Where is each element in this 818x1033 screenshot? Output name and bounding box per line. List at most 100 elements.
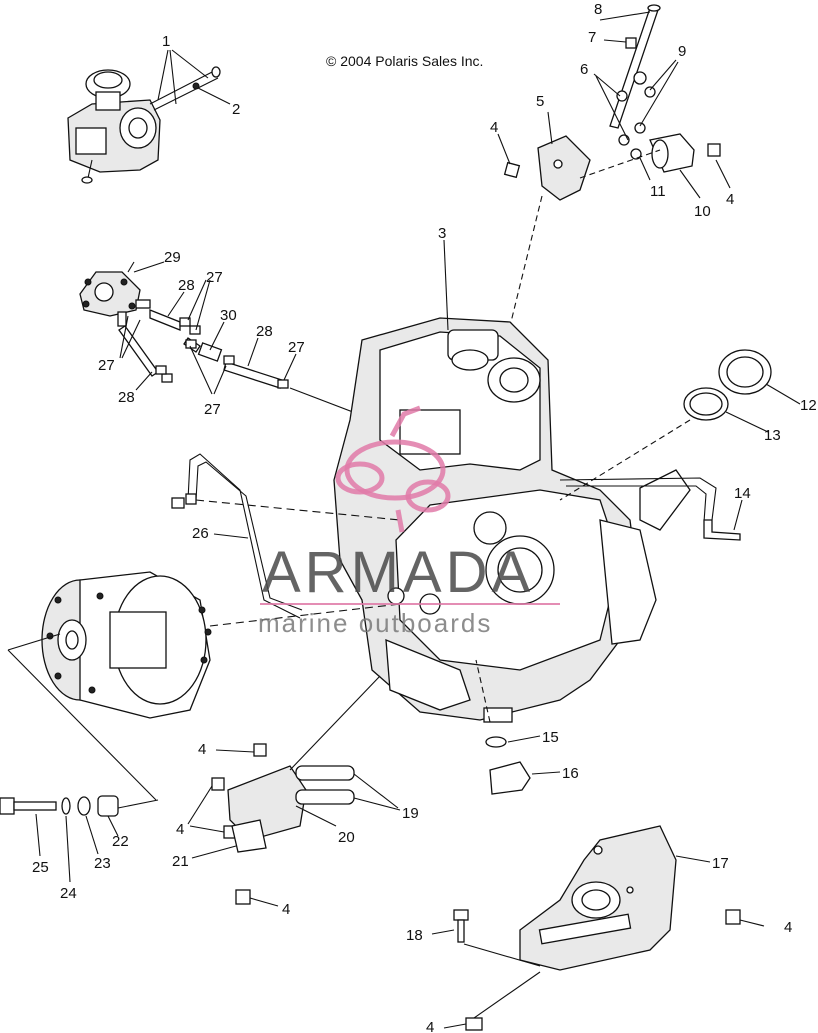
callout-21: 21 (172, 853, 189, 870)
callout-8: 8 (594, 1, 602, 18)
callout-4: 4 (198, 741, 206, 758)
leader-4c (215, 749, 255, 753)
leader-27c1 (119, 315, 129, 359)
leader-14 (733, 499, 743, 531)
callout-18: 18 (406, 927, 423, 944)
leader-6b (595, 75, 629, 141)
leader-5 (547, 111, 553, 145)
leader-27c2 (121, 319, 141, 359)
leader-8 (599, 11, 651, 21)
callout-14: 14 (734, 485, 751, 502)
leader-4a (497, 133, 511, 165)
callout-11: 11 (650, 183, 666, 200)
watermark-tagline: marine outboards (258, 608, 492, 638)
callout-28: 28 (118, 389, 135, 406)
leader-19a (353, 773, 399, 809)
leader-25 (35, 813, 41, 857)
drive-clutch (41, 571, 212, 719)
watermark-brand: ARMADA (262, 540, 534, 605)
leader-29b (133, 261, 165, 273)
callout-27: 27 (204, 401, 221, 418)
leader-22 (107, 815, 119, 837)
leader-12 (765, 383, 801, 405)
callout-27: 27 (206, 269, 223, 286)
leader-13 (725, 411, 769, 433)
leader-9b (639, 61, 679, 127)
watermark: ARMADA marine outboards (258, 405, 560, 638)
leader-24 (65, 815, 71, 883)
leader-3 (443, 239, 449, 331)
leader-17 (675, 855, 711, 863)
leader-26 (167, 291, 185, 317)
leader-27d2 (213, 365, 227, 395)
callout-28: 28 (256, 323, 273, 340)
callout-27: 27 (98, 357, 115, 374)
leader-4g (443, 1023, 467, 1029)
callout-24: 24 (60, 885, 77, 902)
leader-4f (739, 919, 765, 927)
callout-4: 4 (282, 901, 290, 918)
callout-22: 22 (112, 833, 129, 850)
callout-4: 4 (176, 821, 184, 838)
leader-1a (157, 49, 169, 101)
leader-1b (169, 49, 177, 105)
leader-mount-engine (289, 675, 381, 771)
leader-18b (463, 943, 541, 967)
long-bolt (609, 4, 661, 160)
callout-6: 6 (580, 61, 588, 78)
leader-27e (283, 353, 297, 381)
leader-clutch-b (7, 633, 61, 651)
leader-27b (195, 279, 211, 331)
callout-20: 20 (338, 829, 355, 846)
rear-mount (211, 743, 355, 905)
leader-4g2 (473, 971, 541, 1019)
callouts: 1 2 3 4 4 4 4 4 4 4 5 6 7 8 9 10 11 12 1… (32, 1, 817, 1033)
dash-bolt-set (117, 799, 159, 809)
callout-17: 17 (712, 855, 729, 872)
carburetor (67, 66, 221, 184)
dash-bolt (579, 149, 661, 179)
dash-clutch (209, 603, 401, 627)
mount-bracket-top (503, 135, 591, 201)
callout-13: 13 (764, 427, 781, 444)
callout-9: 9 (678, 43, 686, 60)
leader-19b (353, 797, 401, 811)
callout-7: 7 (588, 29, 596, 46)
leader-23 (85, 815, 99, 855)
leader-11 (639, 157, 651, 181)
callout-1: 1 (162, 33, 170, 50)
dash-mount-front (475, 659, 491, 723)
leader-10 (679, 169, 701, 199)
dash-breather (195, 499, 401, 521)
front-mount (485, 736, 531, 795)
engine-block (333, 317, 717, 723)
callout-4: 4 (784, 919, 792, 936)
leader-27a (187, 279, 207, 321)
callout-10: 10 (694, 203, 711, 220)
fuel-pump (79, 271, 151, 327)
copyright-text: © 2004 Polaris Sales Inc. (326, 53, 483, 69)
leader-15 (507, 735, 541, 743)
callout-29: 29 (164, 249, 181, 266)
callout-2: 2 (232, 101, 240, 118)
air-boot (683, 349, 772, 541)
leader-9a (649, 59, 677, 91)
skid-plate (453, 825, 741, 1031)
leader-7 (603, 39, 627, 43)
dash-bracket (509, 195, 543, 327)
dash-boot (559, 419, 691, 501)
callout-26: 26 (192, 525, 209, 542)
leader-28b (135, 371, 153, 391)
leader-4d1 (187, 785, 213, 825)
callout-16: 16 (562, 765, 579, 782)
leader-2 (197, 87, 231, 105)
callout-4: 4 (726, 191, 734, 208)
callout-4: 4 (490, 119, 498, 136)
leader-4e (249, 897, 279, 907)
callout-5: 5 (536, 93, 544, 110)
callout-28: 28 (178, 277, 195, 294)
leader-27d1 (189, 345, 213, 395)
leader-4b (715, 159, 731, 189)
